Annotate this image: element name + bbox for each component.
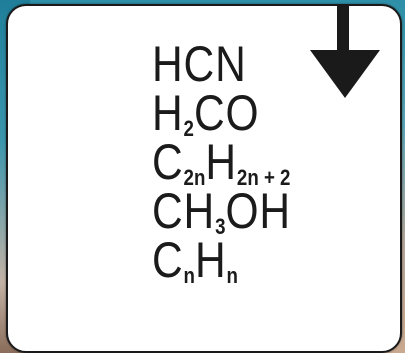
- formula-cnhn: CnHn: [152, 232, 238, 288]
- formula-card: HCN H2CO C2nH2n + 2 CH3OH CnHn: [6, 4, 402, 353]
- formula-ch3oh: CH3OH: [152, 183, 291, 239]
- down-arrow-icon: [310, 6, 380, 98]
- formula-list: HCN H2CO C2nH2n + 2 CH3OH CnHn: [152, 36, 315, 288]
- formula-h2co: H2CO: [152, 85, 260, 141]
- formula-hcn: HCN: [152, 36, 247, 92]
- formula-c2nh2n2: C2nH2n + 2: [152, 134, 291, 190]
